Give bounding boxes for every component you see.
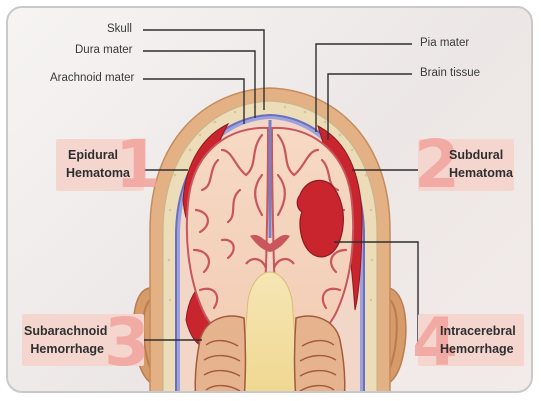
- subdural-line2: Hematoma: [449, 164, 513, 182]
- epidural-line2: Hematoma: [66, 164, 118, 182]
- epidural-line1: Epidural: [66, 146, 118, 164]
- intracerebral-label: Intracerebral Hemorrhage: [440, 322, 516, 358]
- label-skull: Skull: [107, 23, 132, 36]
- label-dura-mater: Dura mater: [75, 44, 133, 57]
- number-3: 3: [104, 310, 150, 376]
- number-1: 1: [115, 132, 161, 198]
- epidural-label: Epidural Hematoma: [66, 146, 118, 182]
- subdural-label: Subdural Hematoma: [449, 146, 513, 182]
- label-arachnoid-mater: Arachnoid mater: [50, 72, 134, 85]
- subdural-line1: Subdural: [449, 146, 513, 164]
- intracerebral-line2: Hemorrhage: [440, 340, 516, 358]
- subarachnoid-label: Subarachnoid Hemorrhage: [24, 322, 104, 358]
- intracerebral-line1: Intracerebral: [440, 322, 516, 340]
- label-pia-mater: Pia mater: [420, 37, 469, 50]
- subarachnoid-line1: Subarachnoid: [24, 322, 104, 340]
- subarachnoid-line2: Hemorrhage: [24, 340, 104, 358]
- label-brain-tissue: Brain tissue: [420, 67, 480, 80]
